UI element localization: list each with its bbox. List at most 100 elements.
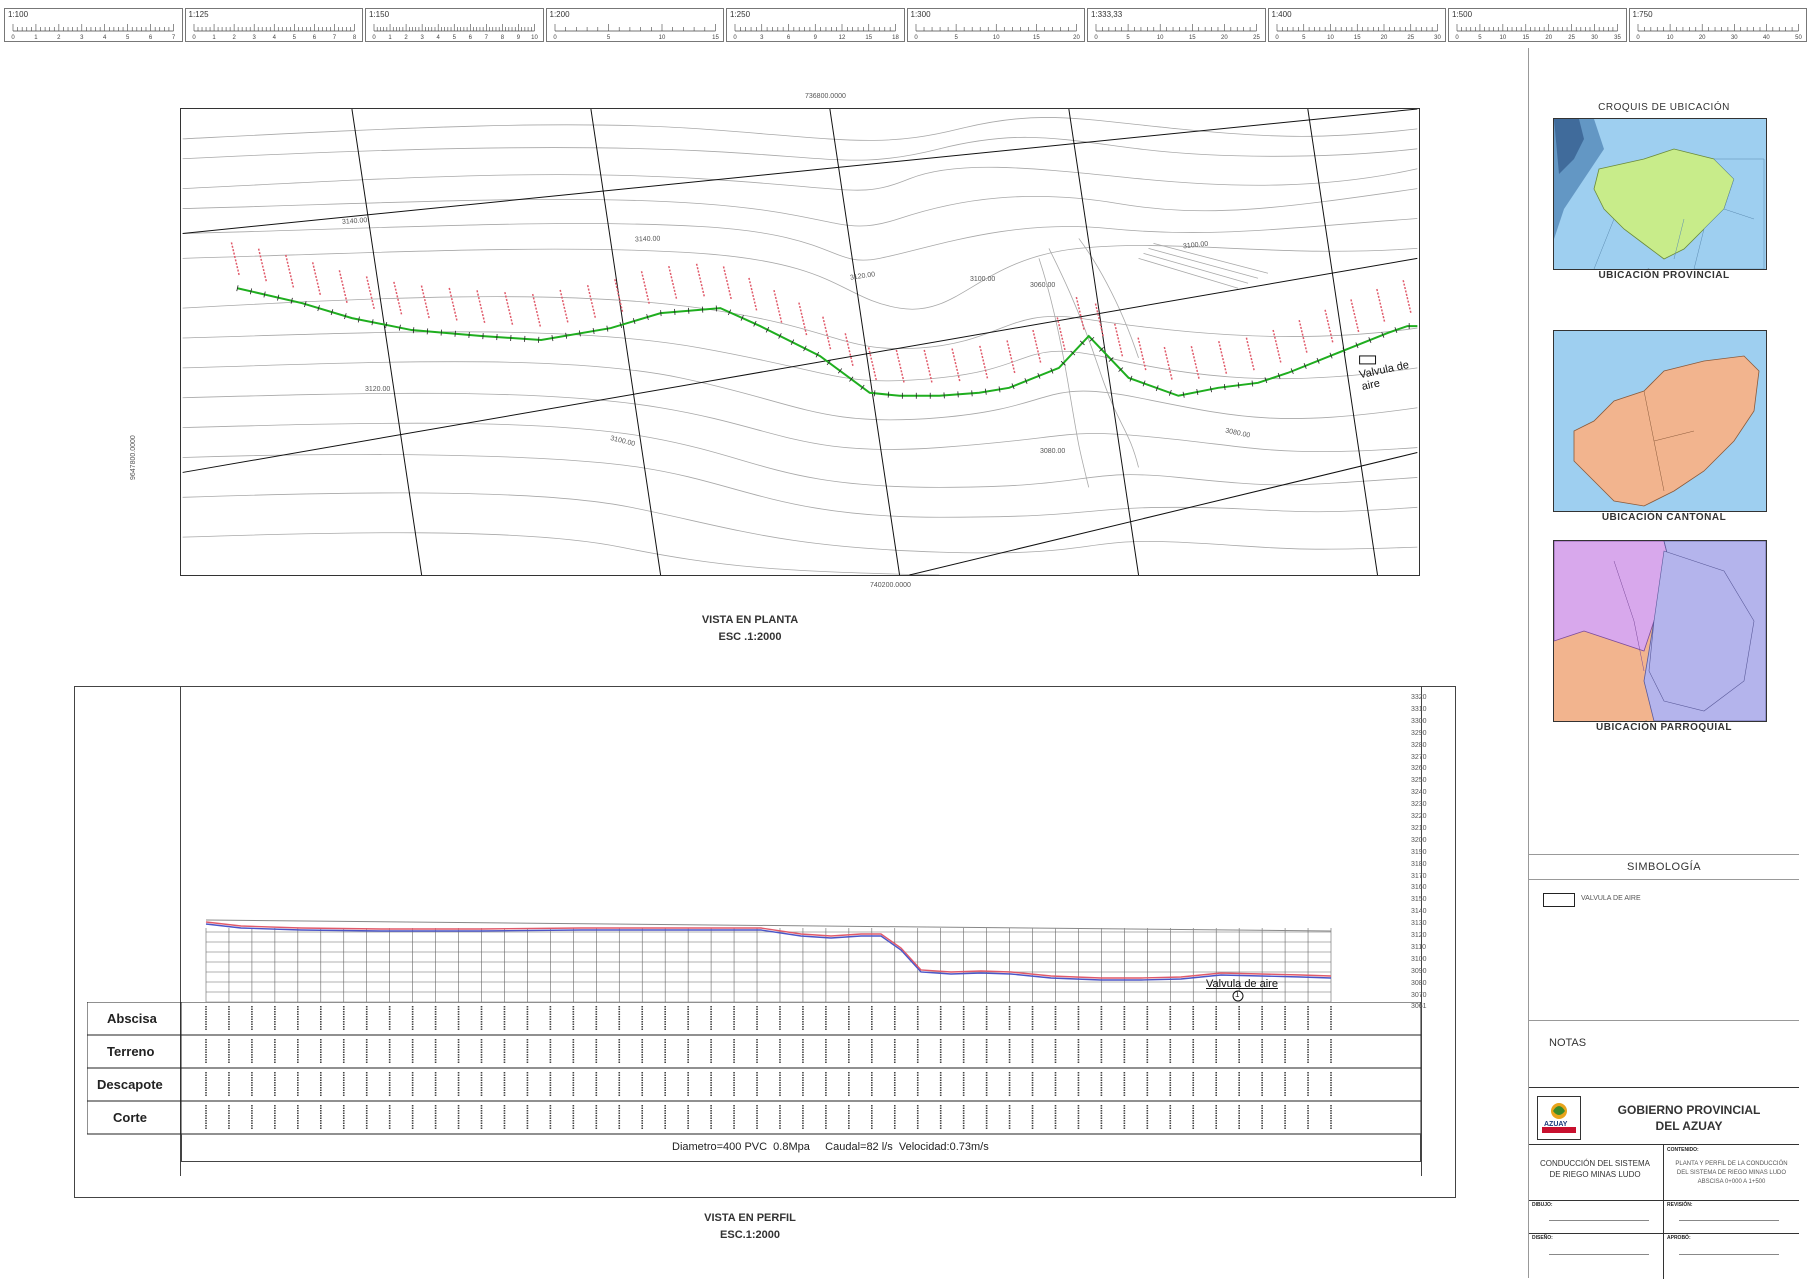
scale-tick-label: 5 bbox=[1478, 35, 1482, 41]
station-label bbox=[1273, 330, 1281, 364]
profile-title: VISTA EN PERFIL bbox=[640, 1210, 860, 1227]
profile-note-box: Diametro=400 PVC 0.8Mpa Caudal=82 l/s Ve… bbox=[181, 1134, 1421, 1162]
profile-table-grid bbox=[87, 1002, 1421, 1142]
sidebar: CROQUIS DE UBICACIÓN UBICACIÓN PROVINCIA… bbox=[1528, 48, 1799, 1278]
scale-tick-label: 10 bbox=[1327, 35, 1334, 41]
parroquial-map bbox=[1553, 540, 1767, 722]
contenido-label: CONTENIDO: bbox=[1667, 1147, 1699, 1153]
scale-tick-label: 7 bbox=[485, 35, 489, 41]
station-label bbox=[588, 285, 596, 319]
logo-text: AZUAY bbox=[1544, 1121, 1567, 1128]
pipe-tick bbox=[552, 335, 553, 341]
scale-tick-label: 4 bbox=[437, 35, 441, 41]
valve-marker bbox=[1360, 356, 1376, 364]
tb-signature-line bbox=[1549, 1220, 1649, 1221]
scale-tick-label: 40 bbox=[1763, 35, 1770, 41]
scale-tick-label: 30 bbox=[1591, 35, 1598, 41]
station-label bbox=[1377, 289, 1385, 323]
scale-tick-label: 6 bbox=[787, 35, 791, 41]
station-label bbox=[1351, 299, 1359, 333]
scale-tick-label: 3 bbox=[760, 35, 764, 41]
plan-coord-left: 9647800.0000 bbox=[130, 435, 137, 480]
scale-tick-label: 15 bbox=[1033, 35, 1040, 41]
station-label bbox=[724, 266, 732, 300]
elevation-label: 3070 bbox=[1411, 992, 1427, 999]
plan-coord-bottom: 740200.0000 bbox=[870, 582, 911, 589]
pipe-alignment bbox=[237, 288, 1417, 396]
elevation-label: 3080 bbox=[1411, 980, 1427, 987]
station-label bbox=[1164, 347, 1172, 381]
plan-coord-top: 736800.0000 bbox=[805, 93, 846, 100]
elevation-label: 3210 bbox=[1411, 825, 1427, 832]
profile-table: Abscisa Terreno Descapote Corte bbox=[87, 1002, 1421, 1142]
simbologia-divider bbox=[1529, 879, 1799, 880]
tb-signature-line bbox=[1679, 1254, 1779, 1255]
pipe-tick bbox=[607, 326, 608, 332]
station-label bbox=[669, 266, 677, 300]
profile-grid bbox=[206, 928, 1331, 1002]
station-label bbox=[367, 276, 375, 310]
org-title: GOBIERNO PROVINCIAL DEL AZUAY bbox=[1609, 1102, 1769, 1134]
pipe-tick bbox=[874, 390, 875, 396]
station-label bbox=[477, 290, 485, 324]
scale-tick-label: 1 bbox=[34, 35, 38, 41]
pipe-tick bbox=[888, 392, 889, 398]
scale-tick-label: 10 bbox=[1500, 35, 1507, 41]
station-label bbox=[231, 242, 239, 276]
elevation-label: 3200 bbox=[1411, 837, 1427, 844]
station-label bbox=[421, 286, 429, 320]
notas-title: NOTAS bbox=[1549, 1037, 1586, 1049]
station-label bbox=[799, 303, 807, 337]
scale-tick-label: 0 bbox=[1094, 35, 1098, 41]
scale-tick-label: 3 bbox=[252, 35, 256, 41]
provincial-map bbox=[1553, 118, 1767, 270]
scale-tick-label: 25 bbox=[1407, 35, 1414, 41]
station-label bbox=[560, 290, 568, 324]
plan-title: VISTA EN PLANTA bbox=[640, 612, 860, 629]
scale-tick-label: 3 bbox=[420, 35, 424, 41]
station-label bbox=[1325, 310, 1333, 344]
elevation-label: 3270 bbox=[1411, 754, 1427, 761]
station-label bbox=[980, 346, 988, 380]
station-label bbox=[1115, 324, 1123, 358]
plan-drawing bbox=[180, 108, 1420, 576]
station-label bbox=[286, 255, 294, 289]
station-label bbox=[394, 282, 402, 316]
scale-tick-label: 5 bbox=[1302, 35, 1306, 41]
scale-tick-label: 4 bbox=[103, 35, 107, 41]
station-label bbox=[339, 270, 347, 304]
scale-tick-label: 30 bbox=[1730, 35, 1737, 41]
scale-tick-label: 5 bbox=[292, 35, 296, 41]
station-label bbox=[749, 278, 757, 312]
station-label bbox=[1138, 338, 1146, 372]
title-block: AZUAY GOBIERNO PROVINCIAL DEL AZUAY COND… bbox=[1529, 1087, 1799, 1279]
scale-tick-label: 15 bbox=[1522, 35, 1529, 41]
scale-tick-label: 0 bbox=[733, 35, 737, 41]
elevation-label: 3140 bbox=[1411, 908, 1427, 915]
tb-row-divider bbox=[1529, 1144, 1799, 1145]
row-label-terreno: Terreno bbox=[107, 1044, 154, 1059]
contour-label: 3080.00 bbox=[1040, 448, 1065, 455]
scale-tick-label: 18 bbox=[892, 35, 899, 41]
elevation-label: 3160 bbox=[1411, 884, 1427, 891]
scale-tick-label: 15 bbox=[1189, 35, 1196, 41]
scale-tick-label: 12 bbox=[839, 35, 846, 41]
tb-col-divider bbox=[1663, 1144, 1664, 1279]
scale-tick-label: 3 bbox=[80, 35, 84, 41]
scale-tick-label: 5 bbox=[606, 35, 610, 41]
scale-tick-label: 2 bbox=[404, 35, 408, 41]
pipe-tick bbox=[566, 333, 567, 339]
pipe-tick bbox=[999, 386, 1000, 392]
profile-valve-number: 1 bbox=[1235, 990, 1239, 999]
project-title: CONDUCCIÓN DEL SISTEMA DE RIEGO MINAS LU… bbox=[1535, 1158, 1655, 1180]
scale-tick-label: 0 bbox=[553, 35, 557, 41]
station-label bbox=[1403, 280, 1411, 314]
pipe-tick bbox=[427, 328, 428, 334]
scale-tick-label: 0 bbox=[914, 35, 918, 41]
